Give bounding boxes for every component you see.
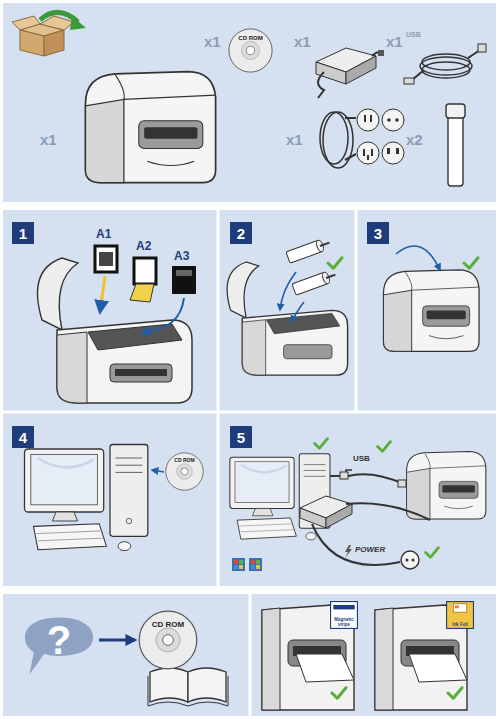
quantity: x1	[294, 34, 311, 51]
check-mark	[378, 442, 391, 452]
part-label: A3	[174, 250, 189, 263]
step-number-text: 2	[237, 226, 245, 241]
step-number: 4	[12, 426, 34, 448]
quantity: x1	[286, 132, 303, 149]
cleaning-rollers	[280, 237, 337, 322]
cd-rom-disc: CD ROM	[138, 610, 198, 670]
power-adapter	[316, 48, 384, 98]
cleaning-stick	[446, 104, 465, 186]
node-text: Magnetic stripe	[332, 617, 356, 627]
power-cords	[320, 109, 404, 168]
port-label: USB	[353, 455, 370, 464]
usb-connection	[330, 470, 406, 487]
help-bubble: ?	[22, 615, 96, 677]
magnetic-stripe-icon: Magnetic stripe	[330, 601, 358, 629]
arrow-connector	[99, 639, 135, 642]
cd-rom-disc: CD ROM	[228, 28, 273, 73]
node-text: CD ROM	[238, 35, 262, 42]
os-icons	[232, 558, 262, 571]
step-number-text: 1	[19, 226, 27, 241]
part-label: A1	[96, 228, 111, 241]
node-text: Ink Foil	[452, 622, 468, 627]
open-printer	[38, 258, 193, 403]
node-text: ?	[47, 620, 71, 660]
computer	[230, 454, 330, 540]
cd-rom-disc: CD ROM	[165, 452, 204, 491]
step-number: 2	[230, 222, 252, 244]
quantity: x1	[40, 132, 57, 149]
ribbon-cartridges	[95, 246, 196, 332]
unbox-icon	[12, 12, 86, 56]
quantity: x1	[386, 34, 403, 51]
printer	[407, 452, 486, 520]
check-mark	[315, 439, 328, 449]
node-text: CD ROM	[174, 458, 194, 464]
power-connection	[300, 496, 430, 569]
printer	[383, 270, 479, 351]
quantity: x1	[204, 34, 221, 51]
usb-cable	[404, 44, 486, 84]
check-mark	[426, 548, 439, 558]
step-number-text: 4	[19, 430, 27, 445]
node-text: CD ROM	[152, 620, 184, 629]
step-number: 5	[230, 426, 252, 448]
cd-outline	[138, 610, 198, 670]
step-number-text: 5	[237, 430, 245, 445]
manual-book	[148, 668, 228, 706]
check-mark	[332, 688, 346, 699]
part-label: A2	[136, 240, 151, 253]
check-mark	[328, 258, 342, 269]
step-number: 3	[367, 222, 389, 244]
step-number-text: 3	[374, 226, 382, 241]
open-printer	[227, 262, 348, 375]
computer	[25, 445, 148, 551]
cable-type: USB	[406, 31, 421, 39]
check-mark	[464, 258, 478, 269]
step-number: 1	[12, 222, 34, 244]
quantity: x2	[406, 132, 423, 149]
printer	[85, 72, 215, 183]
cd-outline	[228, 28, 273, 73]
ink-foil-icon: Ink Foil	[446, 601, 474, 629]
close-lid-arrow	[396, 246, 440, 270]
check-mark	[448, 688, 462, 699]
insert-arrow	[152, 470, 164, 472]
power-label: POWER	[355, 546, 385, 555]
panel-backgrounds	[3, 3, 496, 716]
